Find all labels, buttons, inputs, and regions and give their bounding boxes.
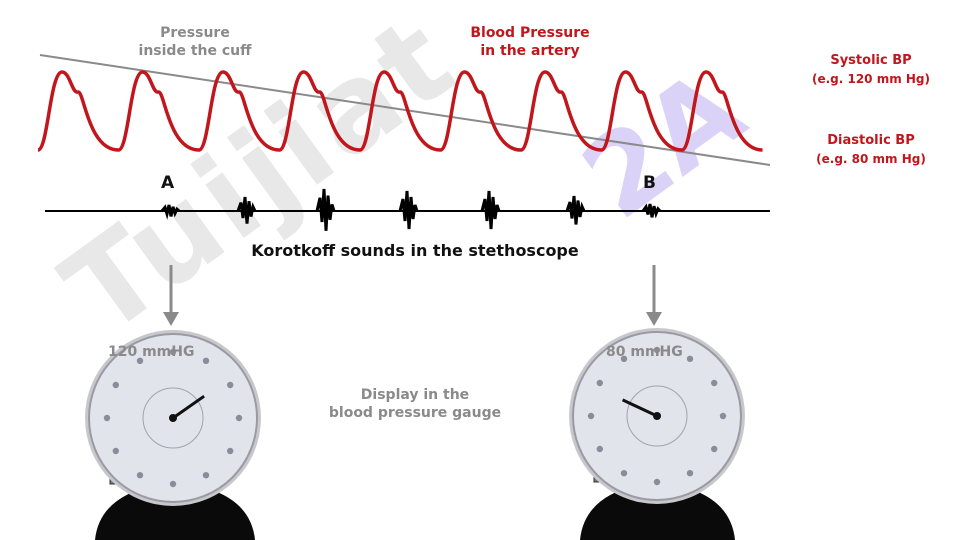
- gauge-tick: [719, 412, 727, 420]
- gauge-needle: [621, 398, 658, 418]
- gauge-needle: [172, 394, 205, 420]
- gauge-tick: [653, 478, 661, 486]
- artery-pressure-label-line2: in the artery: [480, 43, 580, 59]
- gauge-tick: [711, 379, 718, 387]
- gauge-tick: [169, 480, 177, 488]
- diastolic-label-line2: (e.g. 80 mm Hg): [816, 152, 926, 166]
- korotkoff-bursts: [160, 188, 662, 231]
- korotkoff-burst: [160, 204, 181, 220]
- gauge-tick: [103, 414, 111, 422]
- cuff-pressure-label: Pressure inside the cuff: [120, 24, 270, 60]
- gauge-tick: [711, 445, 718, 453]
- cuff-pressure-line: [39, 54, 771, 166]
- left-pressure-gauge: [85, 330, 261, 540]
- diastolic-label-line1: Diastolic BP: [827, 133, 915, 148]
- systolic-label-line1: Systolic BP: [830, 53, 912, 68]
- gauge-tick: [136, 472, 144, 479]
- gauge-tick: [202, 472, 210, 479]
- arrow-down-left: [163, 265, 179, 326]
- gauge-tick: [686, 470, 694, 477]
- artery-pressure-label: Blood Pressure in the artery: [440, 24, 620, 60]
- gauge-tick: [596, 379, 603, 387]
- korotkoff-burst: [398, 190, 419, 230]
- gauge-caption-line2: blood pressure gauge: [328, 405, 502, 421]
- korotkoff-burst: [236, 196, 257, 224]
- marker-b: B: [643, 173, 656, 193]
- gauge-tick: [227, 447, 234, 455]
- gauge-tick: [620, 470, 628, 477]
- systolic-label: Systolic BP (e.g. 120 mm Hg): [786, 52, 956, 88]
- right-gauge-reading: 80 mmHG: [606, 344, 683, 360]
- right-pressure-gauge: [569, 328, 745, 540]
- gauge-tick: [136, 357, 144, 364]
- artery-pressure-label-line1: Blood Pressure: [470, 25, 590, 41]
- cuff-pressure-label-line1: Pressure: [160, 25, 230, 41]
- gauge-tick: [587, 412, 595, 420]
- gauge-tick: [112, 381, 120, 389]
- arrow-down-right: [646, 265, 662, 326]
- left-gauge-reading: 120 mmHG: [108, 344, 195, 360]
- gauge-caption-line1: Display in the: [360, 387, 470, 403]
- korotkoff-burst: [480, 190, 501, 230]
- cuff-pressure-label-line2: inside the cuff: [138, 43, 252, 59]
- gauge-tick: [620, 355, 628, 362]
- marker-a: A: [161, 173, 175, 193]
- diastolic-label: Diastolic BP (e.g. 80 mm Hg): [786, 132, 956, 168]
- korotkoff-caption: Korotkoff sounds in the stethoscope: [251, 241, 579, 260]
- artery-pressure-wave: [37, 70, 763, 152]
- korotkoff-burst: [641, 203, 662, 219]
- gauge-tick: [596, 445, 603, 453]
- korotkoff-burst: [565, 195, 586, 225]
- gauge-tick: [686, 355, 694, 362]
- gauge-bulb: [580, 482, 735, 540]
- gauge-tick: [653, 346, 661, 354]
- systolic-label-line2: (e.g. 120 mm Hg): [811, 72, 931, 86]
- gauge-tick: [227, 381, 234, 389]
- gauge-tick: [202, 357, 210, 364]
- gauge-tick: [112, 447, 120, 455]
- gauge-tick: [235, 414, 243, 422]
- gauge-caption: Display in the blood pressure gauge: [270, 386, 560, 422]
- gauge-tick: [169, 348, 177, 356]
- korotkoff-burst: [315, 188, 336, 231]
